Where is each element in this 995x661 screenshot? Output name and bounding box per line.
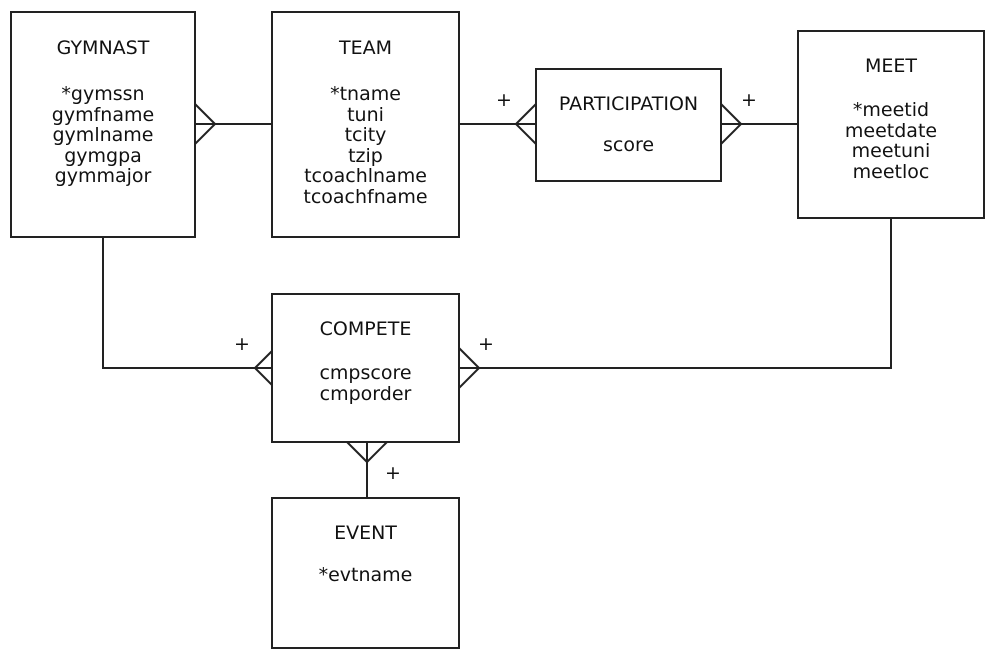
attribute: gymmajor <box>54 165 152 187</box>
attribute: gymgpa <box>64 144 142 167</box>
team-title: TEAM <box>338 37 392 59</box>
meet-compete-line <box>479 218 892 369</box>
attribute: *gymssn <box>61 83 145 105</box>
gymnast-compete-line <box>102 238 255 369</box>
plus-marker: + <box>496 89 512 111</box>
plus-marker: + <box>478 333 494 355</box>
compete-right-crowfoot <box>458 347 480 369</box>
attribute: tcity <box>344 124 387 146</box>
attribute: cmporder <box>319 382 412 405</box>
meet-entity: MEET *meetid meetdate meetuni meetloc <box>797 30 985 219</box>
gymnast-attributes: *gymssn gymfname gymlname gymgpa gymmajo… <box>12 84 194 187</box>
participation-entity: PARTICIPATION score <box>535 68 722 182</box>
attribute: tcoachlname <box>304 165 427 187</box>
meet-title: MEET <box>864 55 917 77</box>
event-title: EVENT <box>334 522 397 544</box>
meet-attributes: *meetid meetdate meetuni meetloc <box>799 100 983 182</box>
attribute: gymfname <box>51 103 155 126</box>
compete-entity: COMPETE cmpscore cmporder <box>271 293 460 443</box>
attribute: gymlname <box>52 124 154 146</box>
gymnast-crowfoot <box>194 103 216 125</box>
gymnast-title: GYMNAST <box>56 37 150 59</box>
event-entity: EVENT *evtname <box>271 497 460 649</box>
team-entity: TEAM *tname tuni tcity tzip tcoachlname … <box>271 11 460 238</box>
attribute: meetdate <box>844 119 938 142</box>
plus-marker: + <box>741 89 757 111</box>
participation-left-crowfoot <box>515 103 537 125</box>
gymnast-entity: GYMNAST *gymssn gymfname gymlname gymgpa… <box>10 11 196 238</box>
attribute: tcoachfname <box>303 185 428 208</box>
attribute: tuni <box>347 103 384 126</box>
plus-marker: + <box>234 333 250 355</box>
compete-title: COMPETE <box>319 318 412 340</box>
attribute: tzip <box>348 144 383 167</box>
compete-bottom-crowfoot <box>346 441 368 463</box>
attribute: cmpscore <box>319 362 412 384</box>
participation-title: PARTICIPATION <box>558 93 699 115</box>
attribute: meetloc <box>852 160 930 183</box>
participation-right-crowfoot <box>720 103 742 125</box>
team-attributes: *tname tuni tcity tzip tcoachlname tcoac… <box>273 84 458 207</box>
attribute: score <box>602 134 655 156</box>
attribute: *evtname <box>318 564 413 586</box>
compete-attributes: cmpscore cmporder <box>273 363 458 404</box>
attribute: *meetid <box>852 99 930 121</box>
attribute: *tname <box>330 83 401 105</box>
plus-marker: + <box>385 462 401 484</box>
participation-attributes: score <box>537 135 720 156</box>
event-attributes: *evtname <box>273 565 458 586</box>
attribute: meetuni <box>851 140 931 162</box>
